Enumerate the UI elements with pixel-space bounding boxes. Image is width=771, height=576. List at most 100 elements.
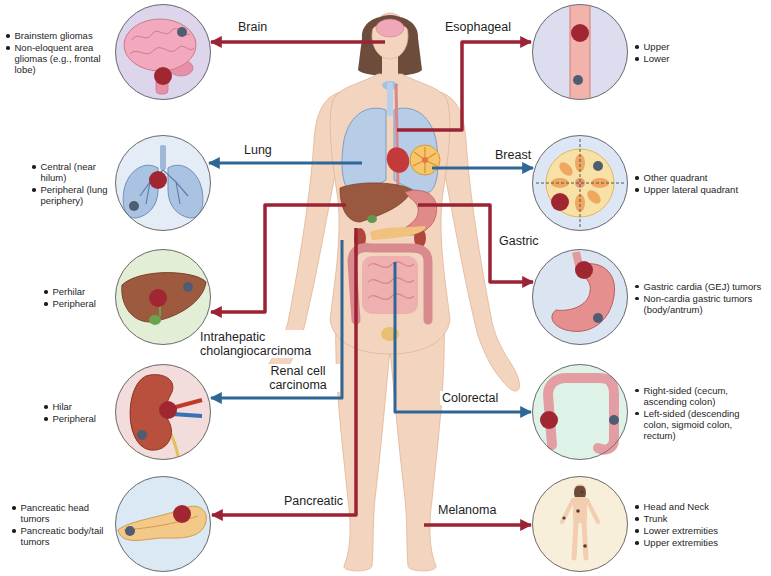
bullet-item: Peripheral xyxy=(44,298,112,309)
bullet-item: Peripheral (lung periphery) xyxy=(32,184,112,206)
organ-label: Pancreatic xyxy=(282,494,345,508)
stomach-icon xyxy=(532,249,628,345)
bullet-dot xyxy=(44,302,48,306)
liver-icon xyxy=(183,282,193,292)
leader-arrow xyxy=(432,167,533,170)
brain-icon xyxy=(177,27,187,37)
bullet-dot xyxy=(44,405,48,409)
bullet-list: Other quadrantUpper lateral quadrant xyxy=(635,172,763,196)
bullet-text: Hilar xyxy=(53,401,73,412)
organ-circle: Right-sided (cecum, ascending colon)Left… xyxy=(532,364,628,460)
leader-arrow xyxy=(424,523,531,527)
organ-circle: Gastric cardia (GEJ) tumorsNon-cardia ga… xyxy=(532,249,628,345)
leader-arrow xyxy=(212,228,356,515)
bullet-text: Non-eloquent area gliomas (e.g., frontal… xyxy=(15,42,113,75)
bullet-text: Left-sided (descending colon, sigmoid co… xyxy=(644,408,766,441)
bullet-dot xyxy=(635,297,639,301)
bullet-dot xyxy=(6,34,10,38)
bullet-dot xyxy=(635,176,639,180)
bullet-text: Upper xyxy=(644,41,670,52)
leader-arrow xyxy=(209,162,362,165)
organ-label: Lung xyxy=(242,143,274,157)
skin-icon xyxy=(562,500,598,522)
bullet-dot xyxy=(32,188,36,192)
bullet-dot xyxy=(44,290,48,294)
bullet-item: Hilar xyxy=(44,401,112,412)
skin-icon xyxy=(576,509,580,513)
organ-label: Breast xyxy=(493,148,533,162)
leader-arrows xyxy=(209,42,533,525)
bullet-item: Other quadrant xyxy=(635,172,763,183)
bullet-text: Pancreatic body/tail tumors xyxy=(21,525,113,547)
organ-circle: PerhilarPeripheral xyxy=(115,249,211,345)
bullet-dot xyxy=(635,541,639,545)
bullet-text: Upper extremities xyxy=(644,537,718,548)
gallbladder-organ xyxy=(367,215,377,223)
esophagus-icon xyxy=(571,24,589,42)
lung-icon xyxy=(149,171,167,189)
leader-arrow xyxy=(397,42,531,130)
stomach-icon xyxy=(532,249,628,345)
breast-icon xyxy=(532,135,628,231)
colon-icon xyxy=(540,411,558,429)
stomach-icon xyxy=(575,261,593,279)
breast-icon xyxy=(585,188,603,206)
bullet-item: Upper extremities xyxy=(635,537,745,548)
esophagus-icon xyxy=(573,75,583,85)
leader-arrow xyxy=(211,240,342,398)
bullet-item: Peripheral xyxy=(44,413,112,424)
liver-icon xyxy=(115,249,211,345)
bullet-item: Head and Neck xyxy=(635,501,745,512)
bullet-text: Peripheral xyxy=(53,413,96,424)
liver-icon xyxy=(115,249,211,345)
bullet-dot xyxy=(635,517,639,521)
organ-label: Melanoma xyxy=(436,503,498,517)
esophagus-icon xyxy=(570,0,590,110)
esophagus-icon xyxy=(532,0,628,110)
bullet-dot xyxy=(32,165,36,169)
organ-label: Brain xyxy=(236,20,269,34)
bullet-item: Lower extremities xyxy=(635,525,745,536)
lung-icon xyxy=(115,135,211,231)
kidney-icon xyxy=(137,430,147,440)
skin-icon xyxy=(574,486,586,497)
organ-circle: Brainstem gliomasNon-eloquent area gliom… xyxy=(115,4,211,100)
breast-icon xyxy=(551,193,569,211)
bullet-dot xyxy=(635,57,639,61)
bullet-text: Lower extremities xyxy=(644,525,718,536)
colon-icon xyxy=(609,415,619,425)
bullet-list: HilarPeripheral xyxy=(44,401,112,425)
colon-icon xyxy=(532,364,628,460)
bullet-item: Pancreatic body/tail tumors xyxy=(12,525,112,547)
organ-label: Esophageal xyxy=(443,20,513,34)
breast-icon xyxy=(593,161,603,171)
bullet-item: Non-eloquent area gliomas (e.g., frontal… xyxy=(6,42,112,75)
bullet-text: Other quadrant xyxy=(644,172,708,183)
bullet-item: Lower xyxy=(635,53,725,64)
bullet-list: Right-sided (cecum, ascending colon)Left… xyxy=(635,385,765,442)
esophagus-organ xyxy=(396,84,398,190)
breast-organ xyxy=(422,157,428,163)
organ-label: Colorectal xyxy=(440,391,500,405)
bullet-text: Non-cardia gastric tumors (body/antrum) xyxy=(644,293,766,315)
breast-organ xyxy=(410,145,440,175)
pancreas-organ xyxy=(370,226,425,240)
organ-circle: Central (near hilum)Peripheral (lung per… xyxy=(115,135,211,231)
liver-icon xyxy=(149,289,167,307)
bullet-text: Lower xyxy=(644,53,670,64)
bullet-list: Pancreatic head tumorsPancreatic body/ta… xyxy=(12,502,112,548)
liver-icon xyxy=(122,273,206,322)
bullet-text: Peripheral xyxy=(53,298,96,309)
kidney-icon xyxy=(172,414,202,416)
skin-icon xyxy=(532,476,628,572)
bullet-dot xyxy=(635,188,639,192)
brain-icon xyxy=(124,19,196,94)
kidney-icon xyxy=(172,400,202,408)
bullet-text: Gastric cardia (GEJ) tumors xyxy=(644,281,762,292)
bullet-list: Head and NeckTrunkLower extremitiesUpper… xyxy=(635,501,745,549)
breast-icon xyxy=(532,135,628,231)
bullet-text: Peripheral (lung periphery) xyxy=(41,184,113,206)
bullet-dot xyxy=(12,529,16,533)
organ-label: Intrahepatic cholangiocarcinoma xyxy=(198,330,327,358)
lung-icon xyxy=(168,165,203,218)
